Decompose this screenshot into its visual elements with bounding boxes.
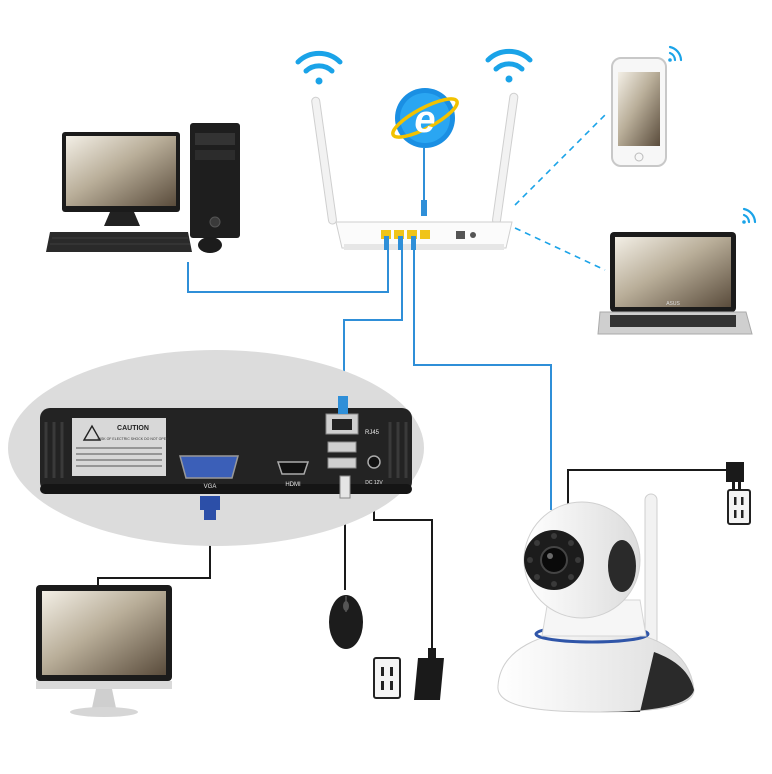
warning-icon xyxy=(82,424,102,441)
power-outlet-icon xyxy=(373,657,401,699)
dc-label: DC 12V xyxy=(365,480,383,486)
nvr-vents xyxy=(44,422,408,478)
hdmi-port xyxy=(276,461,310,475)
router-base xyxy=(344,244,504,250)
pc-router-cable xyxy=(187,250,389,293)
nvr-router-cable xyxy=(343,250,403,400)
camera-lens xyxy=(540,546,568,574)
dc-power-jack xyxy=(367,455,381,469)
monitor-screen xyxy=(42,591,166,675)
caution-fine-print xyxy=(76,447,162,467)
desktop-pc xyxy=(46,123,240,253)
nvr-power-cable xyxy=(373,492,433,655)
router-antenna-left xyxy=(311,96,337,225)
mouse-icon xyxy=(329,595,363,649)
monitor-stand xyxy=(92,689,116,708)
wifi-icon xyxy=(742,207,757,224)
rj45-plug xyxy=(338,396,348,414)
rj45-label: RJ45 xyxy=(365,430,380,436)
wireless-links xyxy=(514,114,606,271)
ip-camera xyxy=(497,493,695,713)
router-ports xyxy=(381,230,476,239)
power-outlet-icon xyxy=(727,489,751,525)
pc-monitor-screen xyxy=(66,136,176,206)
internet-explorer-icon: e xyxy=(391,88,459,148)
usb-port-1 xyxy=(327,441,357,453)
pc-keyboard xyxy=(46,232,192,252)
vga-label: VGA xyxy=(204,484,217,490)
laptop-screen xyxy=(615,237,731,307)
wifi-icon xyxy=(485,48,533,83)
pc-mouse xyxy=(198,237,222,253)
router-antenna-right xyxy=(492,92,519,225)
router-plugs xyxy=(384,200,427,250)
wifi-link-laptop xyxy=(514,227,606,271)
hdmi-label: HDMI xyxy=(285,482,301,488)
usb-port-2 xyxy=(327,457,357,469)
laptop: ASUS xyxy=(597,232,753,335)
power-adapter-icon xyxy=(414,648,444,700)
smartphone xyxy=(611,57,667,167)
laptop-brand: ASUS xyxy=(666,301,680,307)
pc-monitor-stand xyxy=(104,212,140,226)
caution-text: RISK OF ELECTRIC SHOCK DO NOT OPEN xyxy=(97,437,169,441)
usb-plug xyxy=(339,475,351,499)
wifi-icon xyxy=(668,45,683,62)
browser-glyph: e xyxy=(414,99,435,141)
caution-title: CAUTION xyxy=(117,425,149,432)
network-cables xyxy=(187,148,552,510)
wifi-link-phone xyxy=(514,114,606,206)
vga-port xyxy=(179,455,239,479)
vga-connector xyxy=(200,496,220,520)
camera-ir-leds xyxy=(527,533,581,587)
camera-router-cable xyxy=(413,250,552,510)
camera-power-plug xyxy=(726,462,744,490)
router xyxy=(311,92,519,250)
display-monitor xyxy=(36,585,172,717)
wifi-icon xyxy=(295,50,343,85)
camera-antenna xyxy=(644,493,658,647)
nvr-recorder: CAUTION RISK OF ELECTRIC SHOCK DO NOT OP… xyxy=(40,396,412,499)
phone-screen xyxy=(618,72,660,146)
